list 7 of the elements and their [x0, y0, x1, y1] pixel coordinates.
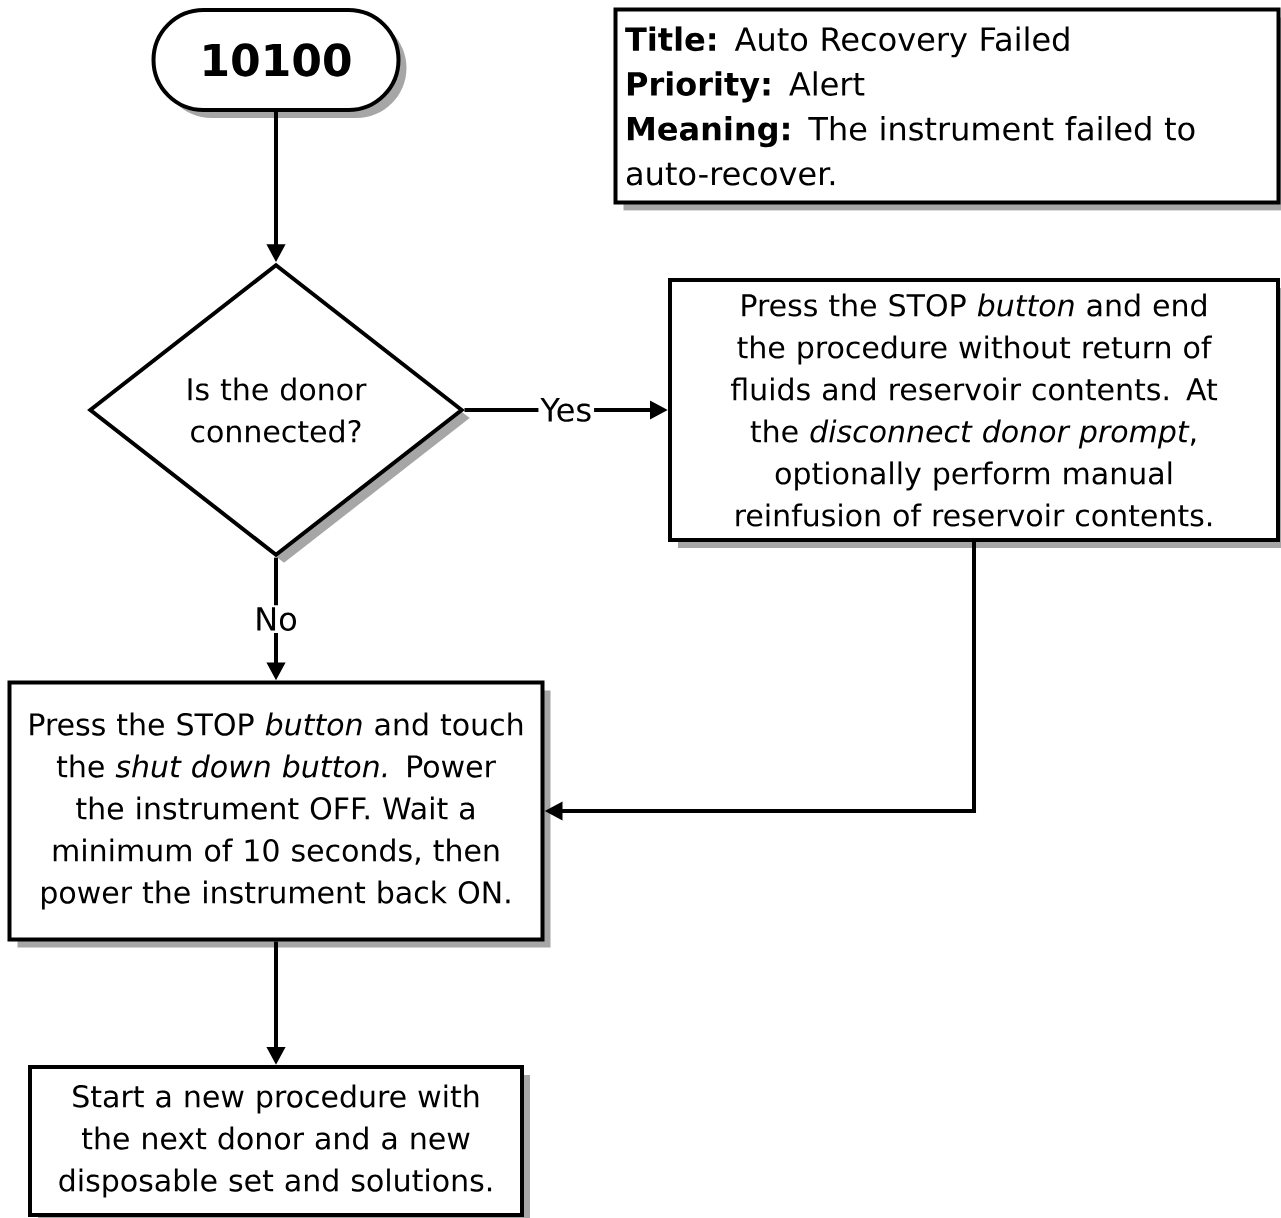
- process-box: Press the STOP button and end the procedure without return of fluids and reservoir contents. At the disconnect donor prompt, optionally perform manual reinfusion of reservoir contents.: [668, 278, 1281, 548]
- process-box: Start a new procedure with the next donor and a new disposable set and solutions.: [28, 1065, 530, 1218]
- terminal-box: 10100: [151, 8, 407, 118]
- process-box: Press the STOP button and touch the shut down button. Power the instrument OFF. Wait a minimum of 10 seconds, then power the instrument back ON.: [7, 680, 551, 948]
- edge-label: No: [252, 605, 300, 633]
- info-box: Title: Auto Recovery Failed Priority: Alert Meaning: The instrument failed to auto-recover.: [613, 7, 1281, 211]
- edge-label: Yes: [538, 396, 595, 424]
